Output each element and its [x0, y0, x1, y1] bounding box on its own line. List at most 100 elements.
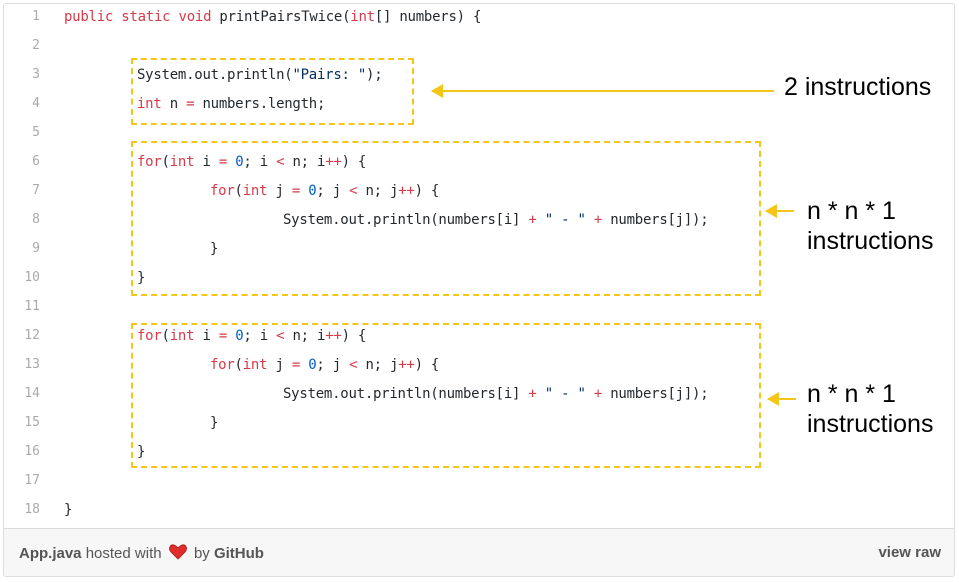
highlight-box-init: [131, 58, 414, 125]
code-token: ++: [398, 183, 415, 199]
hosted-text: hosted with: [85, 545, 162, 562]
code-token: =: [218, 328, 228, 344]
code-token: for: [210, 357, 235, 373]
arrow-icon: [767, 392, 796, 406]
code-token: (: [161, 154, 170, 170]
code-text: }: [137, 270, 145, 286]
code-token: n; i: [284, 154, 326, 170]
code-token: public: [64, 9, 114, 25]
code-text: }: [210, 241, 218, 257]
annotation-third: n * n * 1 instructions: [807, 379, 933, 439]
line-number: 10: [24, 270, 40, 285]
code-text: }: [210, 415, 218, 431]
code-token: ; j: [316, 357, 350, 373]
code-text: for(int j = 0; j < n; j++) {: [210, 357, 439, 373]
line-number: 13: [24, 357, 40, 372]
code-token: .: [364, 386, 373, 402]
code-token: ++: [398, 357, 415, 373]
code-token: =: [291, 357, 301, 373]
code-token: System.: [283, 212, 341, 228]
code-token: i: [194, 328, 219, 344]
code-token: ) {: [414, 183, 440, 199]
code-view: 1 public static void printPairsTwice(int[…: [4, 4, 954, 528]
code-token: void: [178, 9, 212, 25]
code-text: System.out.println("Pairs: ");: [137, 67, 383, 83]
line-number: 17: [24, 473, 40, 488]
code-token: .: [218, 67, 227, 83]
by-text: by: [193, 545, 210, 562]
code-token: =: [291, 183, 301, 199]
code-text: System.out.println(numbers[i] + " - " + …: [283, 386, 709, 402]
code-token: }: [137, 270, 146, 286]
code-token: int: [169, 328, 195, 344]
heart-icon: [168, 544, 187, 560]
code-token: (: [234, 183, 243, 199]
annotation-third-line1: n * n * 1: [807, 380, 896, 408]
code-token: println(: [227, 67, 293, 83]
line-number: 1: [32, 9, 40, 24]
github-link[interactable]: GitHub: [213, 545, 264, 562]
code-text: System.out.println(numbers[i] + " - " + …: [283, 212, 709, 228]
code-token: 0: [235, 154, 244, 170]
line-number: 6: [32, 154, 40, 169]
code-token: +: [528, 386, 537, 402]
highlight-box-loop-2: [131, 323, 761, 468]
code-line: 17: [4, 468, 954, 497]
code-line: 10}: [4, 265, 954, 294]
code-token: 0: [308, 357, 317, 373]
code-token: =: [186, 96, 195, 112]
code-token: static: [121, 9, 171, 25]
code-token: int: [137, 96, 162, 112]
code-token: n; i: [284, 328, 326, 344]
arrow-icon: [431, 84, 774, 98]
annotation-second-line1: n * n * 1: [807, 197, 896, 225]
code-token: ) {: [414, 357, 440, 373]
code-token: =: [218, 154, 228, 170]
code-token: numbers.length;: [194, 96, 326, 112]
code-text: }: [64, 502, 72, 518]
code-token: 0: [308, 183, 317, 199]
filename-link[interactable]: App.java: [19, 545, 82, 562]
code-token: "Pairs: ": [292, 67, 367, 83]
code-token: ; i: [243, 328, 277, 344]
code-token: n: [161, 96, 187, 112]
gist-meta: App.java hosted with by GitHub: [19, 544, 264, 562]
code-token: .: [364, 212, 373, 228]
line-number: 9: [32, 241, 40, 256]
line-number: 5: [32, 125, 40, 140]
code-token: (: [234, 357, 243, 373]
code-token: for: [137, 154, 162, 170]
code-token: println(numbers[i]: [373, 212, 529, 228]
code-text: for(int j = 0; j < n; j++) {: [210, 183, 439, 199]
code-token: <: [349, 183, 358, 199]
code-token: }: [64, 502, 73, 518]
code-token: int: [242, 183, 268, 199]
view-raw-link[interactable]: view raw: [878, 544, 941, 561]
code-token: out: [340, 386, 365, 402]
code-token: int: [350, 9, 375, 25]
code-token: i: [194, 154, 219, 170]
code-token: j: [267, 183, 292, 199]
arrow-icon: [765, 204, 794, 218]
code-text: public static void printPairsTwice(int[]…: [64, 9, 481, 25]
code-line: 18}: [4, 497, 954, 526]
code-token: +: [593, 212, 603, 228]
code-token: }: [210, 241, 219, 257]
code-line: 5: [4, 120, 954, 149]
code-text: int n = numbers.length;: [137, 96, 325, 112]
code-token: ; j: [316, 183, 350, 199]
gist-embed: 1 public static void printPairsTwice(int[…: [3, 3, 955, 577]
highlight-box-loop-1: [131, 141, 761, 296]
code-token: );: [366, 67, 383, 83]
code-token: +: [593, 386, 603, 402]
code-token: ; i: [243, 154, 277, 170]
code-line: 1 public static void printPairsTwice(int[…: [4, 4, 954, 33]
code-token: println(numbers[i]: [373, 386, 529, 402]
code-token: ++: [325, 154, 342, 170]
code-token: <: [276, 154, 285, 170]
